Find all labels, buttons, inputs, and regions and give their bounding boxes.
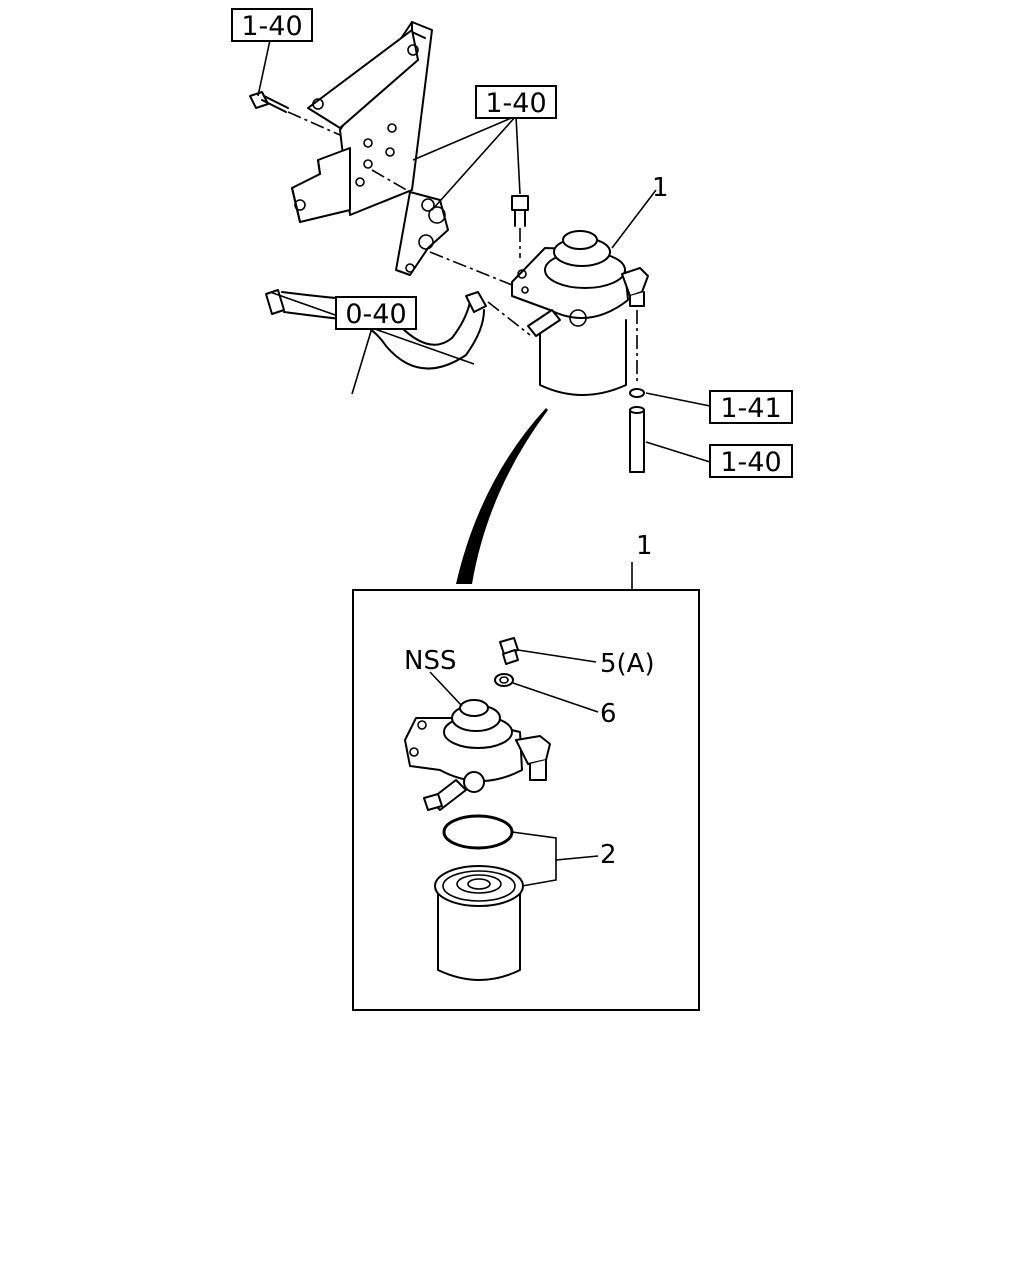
mount-bolt [511, 195, 529, 258]
callout-gasket: 6 [600, 699, 617, 729]
ref-box-bracket-bolt: 1-40 [231, 8, 313, 42]
gasket-washer [494, 673, 599, 713]
callout-element: 2 [600, 840, 617, 870]
callout-nss: NSS [404, 646, 456, 676]
filter-head [404, 699, 551, 811]
svg-text:1-41: 1-41 [720, 393, 781, 424]
bracket-bolt [249, 91, 341, 136]
frame-bracket [291, 21, 433, 223]
air-bleed-bolt [499, 637, 597, 665]
callout-bolt: 5(A) [600, 649, 655, 679]
washer-and-pipe [629, 310, 645, 473]
ref-box-hose-assembly: 0-40 [335, 296, 417, 330]
callout-filter-assembly-top: 1 [652, 173, 669, 203]
svg-text:1-40: 1-40 [485, 88, 546, 119]
svg-text:1-40: 1-40 [241, 11, 302, 42]
ref-box-mount-bolts: 1-40 [475, 85, 557, 119]
svg-text:0-40: 0-40 [345, 299, 406, 330]
filter-element [434, 865, 524, 981]
svg-text:1-40: 1-40 [720, 447, 781, 478]
ref-box-washer: 1-41 [709, 390, 793, 424]
detail-view: 1 NSS [352, 531, 700, 1011]
ref-box-pipe: 1-40 [709, 444, 793, 478]
detail-pointer [456, 408, 548, 584]
callout-filter-assembly-detail: 1 [636, 531, 653, 561]
fuel-filter-assembly [511, 230, 649, 396]
